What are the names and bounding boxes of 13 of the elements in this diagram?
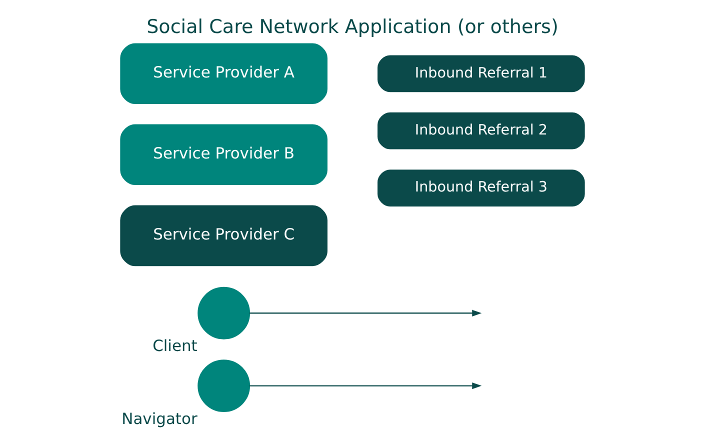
- arrow: [248, 382, 482, 390]
- node-box: Service Provider B: [120, 124, 327, 186]
- node-box: Service Provider C: [120, 205, 327, 266]
- node-circle: [197, 360, 250, 412]
- node-box: Inbound Referral 2: [377, 112, 584, 150]
- node-label: Navigator: [121, 410, 197, 428]
- node-box: Inbound Referral 3: [377, 170, 584, 206]
- arrow: [248, 310, 482, 316]
- node-circle: [197, 286, 250, 340]
- node-label: Client: [152, 337, 197, 356]
- diagram-title: Social Care Network Application (or others): [146, 16, 558, 38]
- node-box: Inbound Referral 1: [377, 55, 584, 92]
- node-box: Service Provider A: [120, 43, 327, 104]
